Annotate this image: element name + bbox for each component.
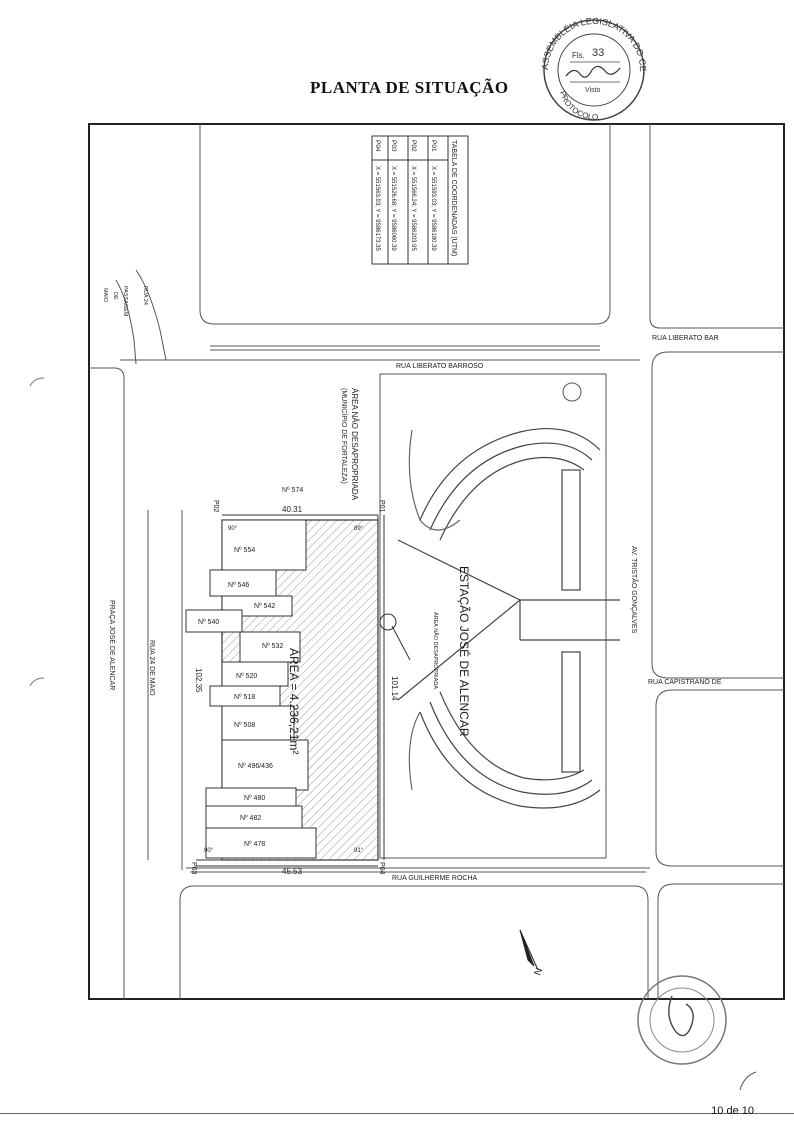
page-number: 10 de 10 (711, 1105, 754, 1117)
lot-label: Nº 532 (262, 643, 283, 650)
dimension-bottom: 45.53 (282, 867, 303, 876)
street-label-left-note: MAIO (102, 288, 108, 303)
street-label-tristao: AV. TRISTÃO GONÇALVES (630, 546, 639, 634)
coord-row-id: P01 (430, 140, 437, 152)
bottom-seal (637, 975, 727, 1065)
coordinate-table (371, 135, 469, 265)
street-label-praca: PRAÇA JOSÉ DE ALENCAR (108, 600, 117, 690)
lot-label: Nº 520 (236, 673, 257, 680)
street-label-left-note: RUA 24 (142, 286, 148, 305)
non-expropriated-line1: ÁREA NÃO DESAPROPRIADA (350, 388, 359, 501)
street-label-24-maio: RUA 24 DE MAIO (148, 640, 155, 696)
lot-label: Nº 574 (282, 487, 303, 494)
angle-label: 91° (354, 848, 364, 854)
coord-row-value: X = 551563.93; Y = 9586173.35 (374, 166, 380, 252)
lot-label: Nº 478 (244, 841, 265, 848)
coord-row-value: X = 551526.68; Y = 9586060.39 (390, 166, 396, 252)
margin-mark (29, 677, 45, 687)
lot-540-box (185, 609, 243, 633)
lot-label: Nº 554 (234, 547, 255, 554)
angle-label: 90° (204, 848, 214, 854)
street-label-left-note: PASSAGEM (122, 286, 128, 317)
lot-label: Nº 546 (228, 582, 249, 589)
street-label-guilherme: RUA GUILHERME ROCHA (392, 875, 478, 882)
coord-row-value: X = 551566.24; Y = 9586203.95 (410, 166, 416, 252)
stamp-visto-label: Visto (585, 87, 601, 94)
point-p02: P02 (212, 500, 219, 513)
margin-mark (739, 1071, 757, 1091)
coord-row-id: P03 (390, 140, 397, 152)
north-label: N (532, 966, 545, 977)
coord-row-id: P04 (374, 140, 381, 152)
stamp-fls-value: 33 (592, 47, 604, 59)
non-expropriated-line2: (MUNICÍPIO DE FORTALEZA) (340, 388, 349, 484)
signature-mark (565, 65, 621, 78)
lot-label: Nº 542 (254, 603, 275, 610)
street-lines (120, 345, 650, 873)
area-label: ÁREA = 4.236,21m² (287, 648, 302, 754)
stamp-fls-label: Fls. (572, 51, 585, 60)
lot-label: Nº 540 (198, 619, 219, 626)
street-label-liberato: RUA LIBERATO BARROSO (396, 363, 484, 370)
dimension-right: 101.14 (390, 676, 399, 701)
north-arrow-icon (519, 929, 539, 971)
stamp-ring-text: ASSEMBLÉIA LEGISLATIVA DO CEARÁ (0, 0, 648, 72)
page-title: PLANTA DE SITUAÇÃO (310, 78, 509, 97)
protocol-stamp: ASSEMBLÉIA LEGISLATIVA DO CEARÁ PROTOCOL… (0, 0, 648, 122)
lots-area (185, 514, 411, 867)
dimension-left: 102.35 (194, 668, 203, 693)
lot-label: Nº 508 (234, 722, 255, 729)
station-label: ESTAÇÃO JOSÉ DE ALENCAR (457, 566, 472, 737)
coord-row-id: P02 (410, 140, 417, 152)
coord-table-heading: TABELA DE COORDENADAS (UTM) (450, 140, 457, 256)
angle-label: 89° (354, 526, 364, 532)
lot-label: Nº 496/436 (238, 763, 273, 770)
bottom-rule (0, 1113, 794, 1114)
lot-label: Nº 482 (240, 815, 261, 822)
lot-label: Nº 518 (234, 694, 255, 701)
street-label-liberato-right: RUA LIBERATO BAR (652, 335, 719, 342)
city-blocks (89, 124, 784, 999)
street-label-capistrano: RUA CAPISTRANO DE (648, 679, 722, 686)
angle-label: 90° (228, 526, 238, 532)
dimension-top: 40.31 (282, 505, 303, 514)
station-block (379, 373, 607, 859)
point-p01: P01 (378, 500, 385, 513)
side-label: ÁREA NÃO DESAPROPRIADA (432, 612, 439, 689)
drawing-frame (88, 123, 785, 1000)
point-p04: P04 (378, 862, 385, 875)
margin-mark (29, 377, 45, 387)
station-roof (397, 427, 620, 809)
coord-row-value: X = 551593.03; Y = 9586180.39 (430, 166, 436, 252)
street-label-left-note: DE (112, 292, 118, 300)
lot-label: Nº 480 (244, 795, 265, 802)
point-p03: P03 (190, 862, 197, 875)
